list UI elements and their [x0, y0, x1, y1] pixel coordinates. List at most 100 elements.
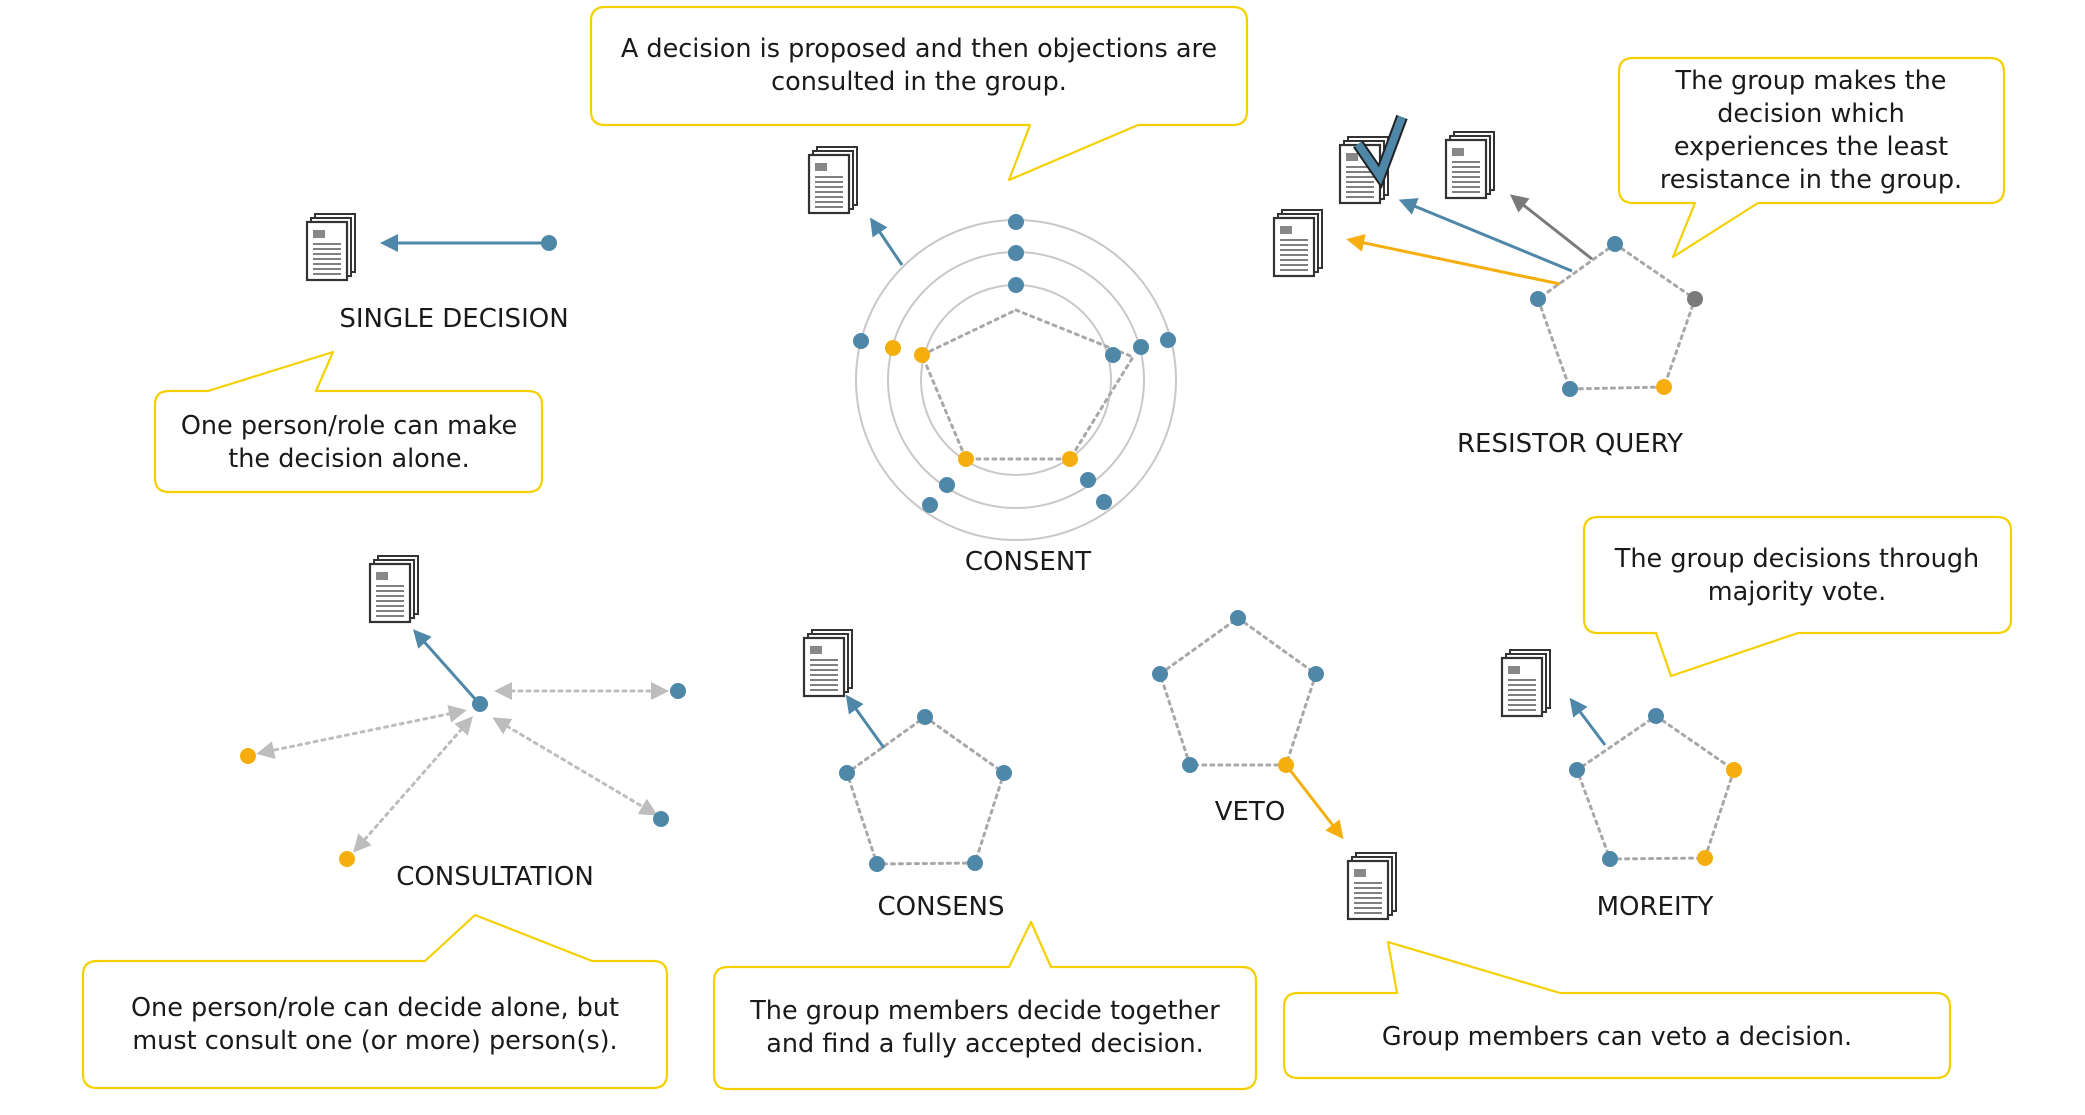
bubble-veto-line-1: Group members can veto a decision.	[1382, 1022, 1852, 1052]
member-dot-orange	[1656, 379, 1672, 395]
bubble-consultation-line-2: must consult one (or more) person(s).	[132, 1026, 617, 1056]
member-dot-orange	[885, 340, 901, 356]
bubble-consens-line-1: The group members decide together	[749, 996, 1220, 1026]
label-single-decision: SINGLE DECISION	[339, 304, 568, 334]
bubble-resistor-line-2: decision which	[1717, 99, 1905, 129]
bubble-consent-line-1: A decision is proposed and then objectio…	[621, 34, 1217, 64]
member-dot	[1530, 291, 1546, 307]
bubble-single-decision: One person/role can make the decision al…	[153, 350, 544, 494]
member-dot	[1008, 277, 1024, 293]
member-dot-orange	[1062, 451, 1078, 467]
member-dot	[1602, 851, 1618, 867]
single-decision-diagram: SINGLE DECISION	[305, 212, 569, 334]
arrow-blue	[1398, 198, 1573, 273]
member-dot	[1008, 214, 1024, 230]
member-dot	[1562, 381, 1578, 397]
member-dot	[967, 855, 983, 871]
member-dot-orange	[958, 451, 974, 467]
member-dot	[1648, 708, 1664, 724]
member-dot	[1105, 347, 1121, 363]
member-dot	[1308, 666, 1324, 682]
bubble-resistor-line-3: experiences the least	[1674, 132, 1948, 162]
member-dot	[1607, 236, 1623, 252]
document-stack-icon	[368, 554, 420, 624]
member-dot	[1133, 339, 1149, 355]
consens-diagram: CONSENS	[802, 628, 1012, 922]
bubble-consent-line-2: consulted in the group.	[771, 67, 1067, 97]
arrow-blue	[869, 217, 904, 266]
document-stack-icon	[1444, 130, 1496, 200]
ring-inner	[920, 284, 1112, 476]
label-consent: CONSENT	[965, 547, 1091, 577]
member-dot	[670, 683, 686, 699]
arrow-blue	[1569, 697, 1607, 746]
bubble-moreity-line-1: The group decisions through	[1614, 544, 1979, 574]
bubble-single-line-2: the decision alone.	[228, 444, 469, 474]
member-dot	[541, 235, 557, 251]
bubble-resistor-line-1: The group makes the	[1675, 66, 1947, 96]
member-dot	[1160, 332, 1176, 348]
member-dot	[1230, 610, 1246, 626]
arrow-orange	[1288, 769, 1344, 840]
bubble-consultation-line-1: One person/role can decide alone, but	[131, 993, 619, 1023]
member-dot	[839, 765, 855, 781]
member-dot	[996, 765, 1012, 781]
bubble-consent: A decision is proposed and then objectio…	[589, 5, 1249, 182]
member-dot-orange	[1278, 757, 1294, 773]
member-dot	[869, 856, 885, 872]
arrow-gray-dotted	[492, 717, 658, 816]
bubble-consultation: One person/role can decide alone, but mu…	[81, 913, 669, 1090]
arrow-gray	[1509, 194, 1593, 261]
member-dot-orange	[1726, 762, 1742, 778]
label-consens: CONSENS	[878, 892, 1005, 922]
consultation-diagram: CONSULTATION	[240, 554, 686, 892]
arrow-blue	[413, 629, 478, 701]
pentagon-dotted	[920, 308, 1136, 461]
bubble-single-line-1: One person/role can make	[181, 411, 517, 441]
member-dot-gray	[1687, 291, 1703, 307]
member-dot	[1182, 757, 1198, 773]
bubble-consens: The group members decide together and fi…	[712, 920, 1258, 1091]
member-dot	[1008, 245, 1024, 261]
arrow-blue	[845, 694, 886, 749]
document-stack-icon	[802, 628, 854, 698]
document-stack-icon	[305, 212, 357, 282]
arrow-orange	[1346, 234, 1561, 286]
member-dot	[1096, 494, 1112, 510]
member-dot	[853, 333, 869, 349]
pentagon-dotted	[1536, 242, 1697, 391]
member-dot-orange	[914, 347, 930, 363]
ring-outer	[855, 219, 1177, 541]
pentagon-dotted	[845, 715, 1006, 866]
bubble-moreity-line-2: majority vote.	[1708, 577, 1886, 607]
resistor-query-diagram: RESISTOR QUERY	[1272, 114, 1703, 459]
bubble-moreity: The group decisions through majority vot…	[1582, 515, 2013, 678]
document-stack-icon	[807, 145, 859, 215]
arrow-gray-dotted	[353, 716, 473, 853]
label-veto: VETO	[1215, 797, 1286, 827]
bubble-resistor-line-4: resistance in the group.	[1660, 165, 1962, 195]
label-consultation: CONSULTATION	[396, 862, 594, 892]
member-dot-orange	[240, 748, 256, 764]
member-dot	[917, 709, 933, 725]
veto-diagram: VETO	[1152, 610, 1398, 921]
member-dot	[472, 696, 488, 712]
document-stack-icon	[1346, 851, 1398, 921]
moreity-diagram: MOREITY	[1500, 648, 1742, 922]
member-dot	[1080, 472, 1096, 488]
label-resistor-query: RESISTOR QUERY	[1457, 429, 1683, 459]
consent-diagram: CONSENT	[807, 145, 1177, 577]
member-dot	[939, 477, 955, 493]
pentagon-dotted	[1158, 616, 1318, 767]
member-dot	[1152, 666, 1168, 682]
document-stack-icon	[1500, 648, 1552, 718]
member-dot	[653, 811, 669, 827]
label-moreity: MOREITY	[1597, 892, 1714, 922]
bubble-consens-line-2: and find a fully accepted decision.	[766, 1029, 1204, 1059]
member-dot	[922, 497, 938, 513]
document-stack-icon	[1272, 208, 1324, 278]
member-dot-orange	[1697, 850, 1713, 866]
member-dot	[1569, 762, 1585, 778]
bubble-resistor-query: The group makes the decision which exper…	[1617, 56, 2006, 259]
